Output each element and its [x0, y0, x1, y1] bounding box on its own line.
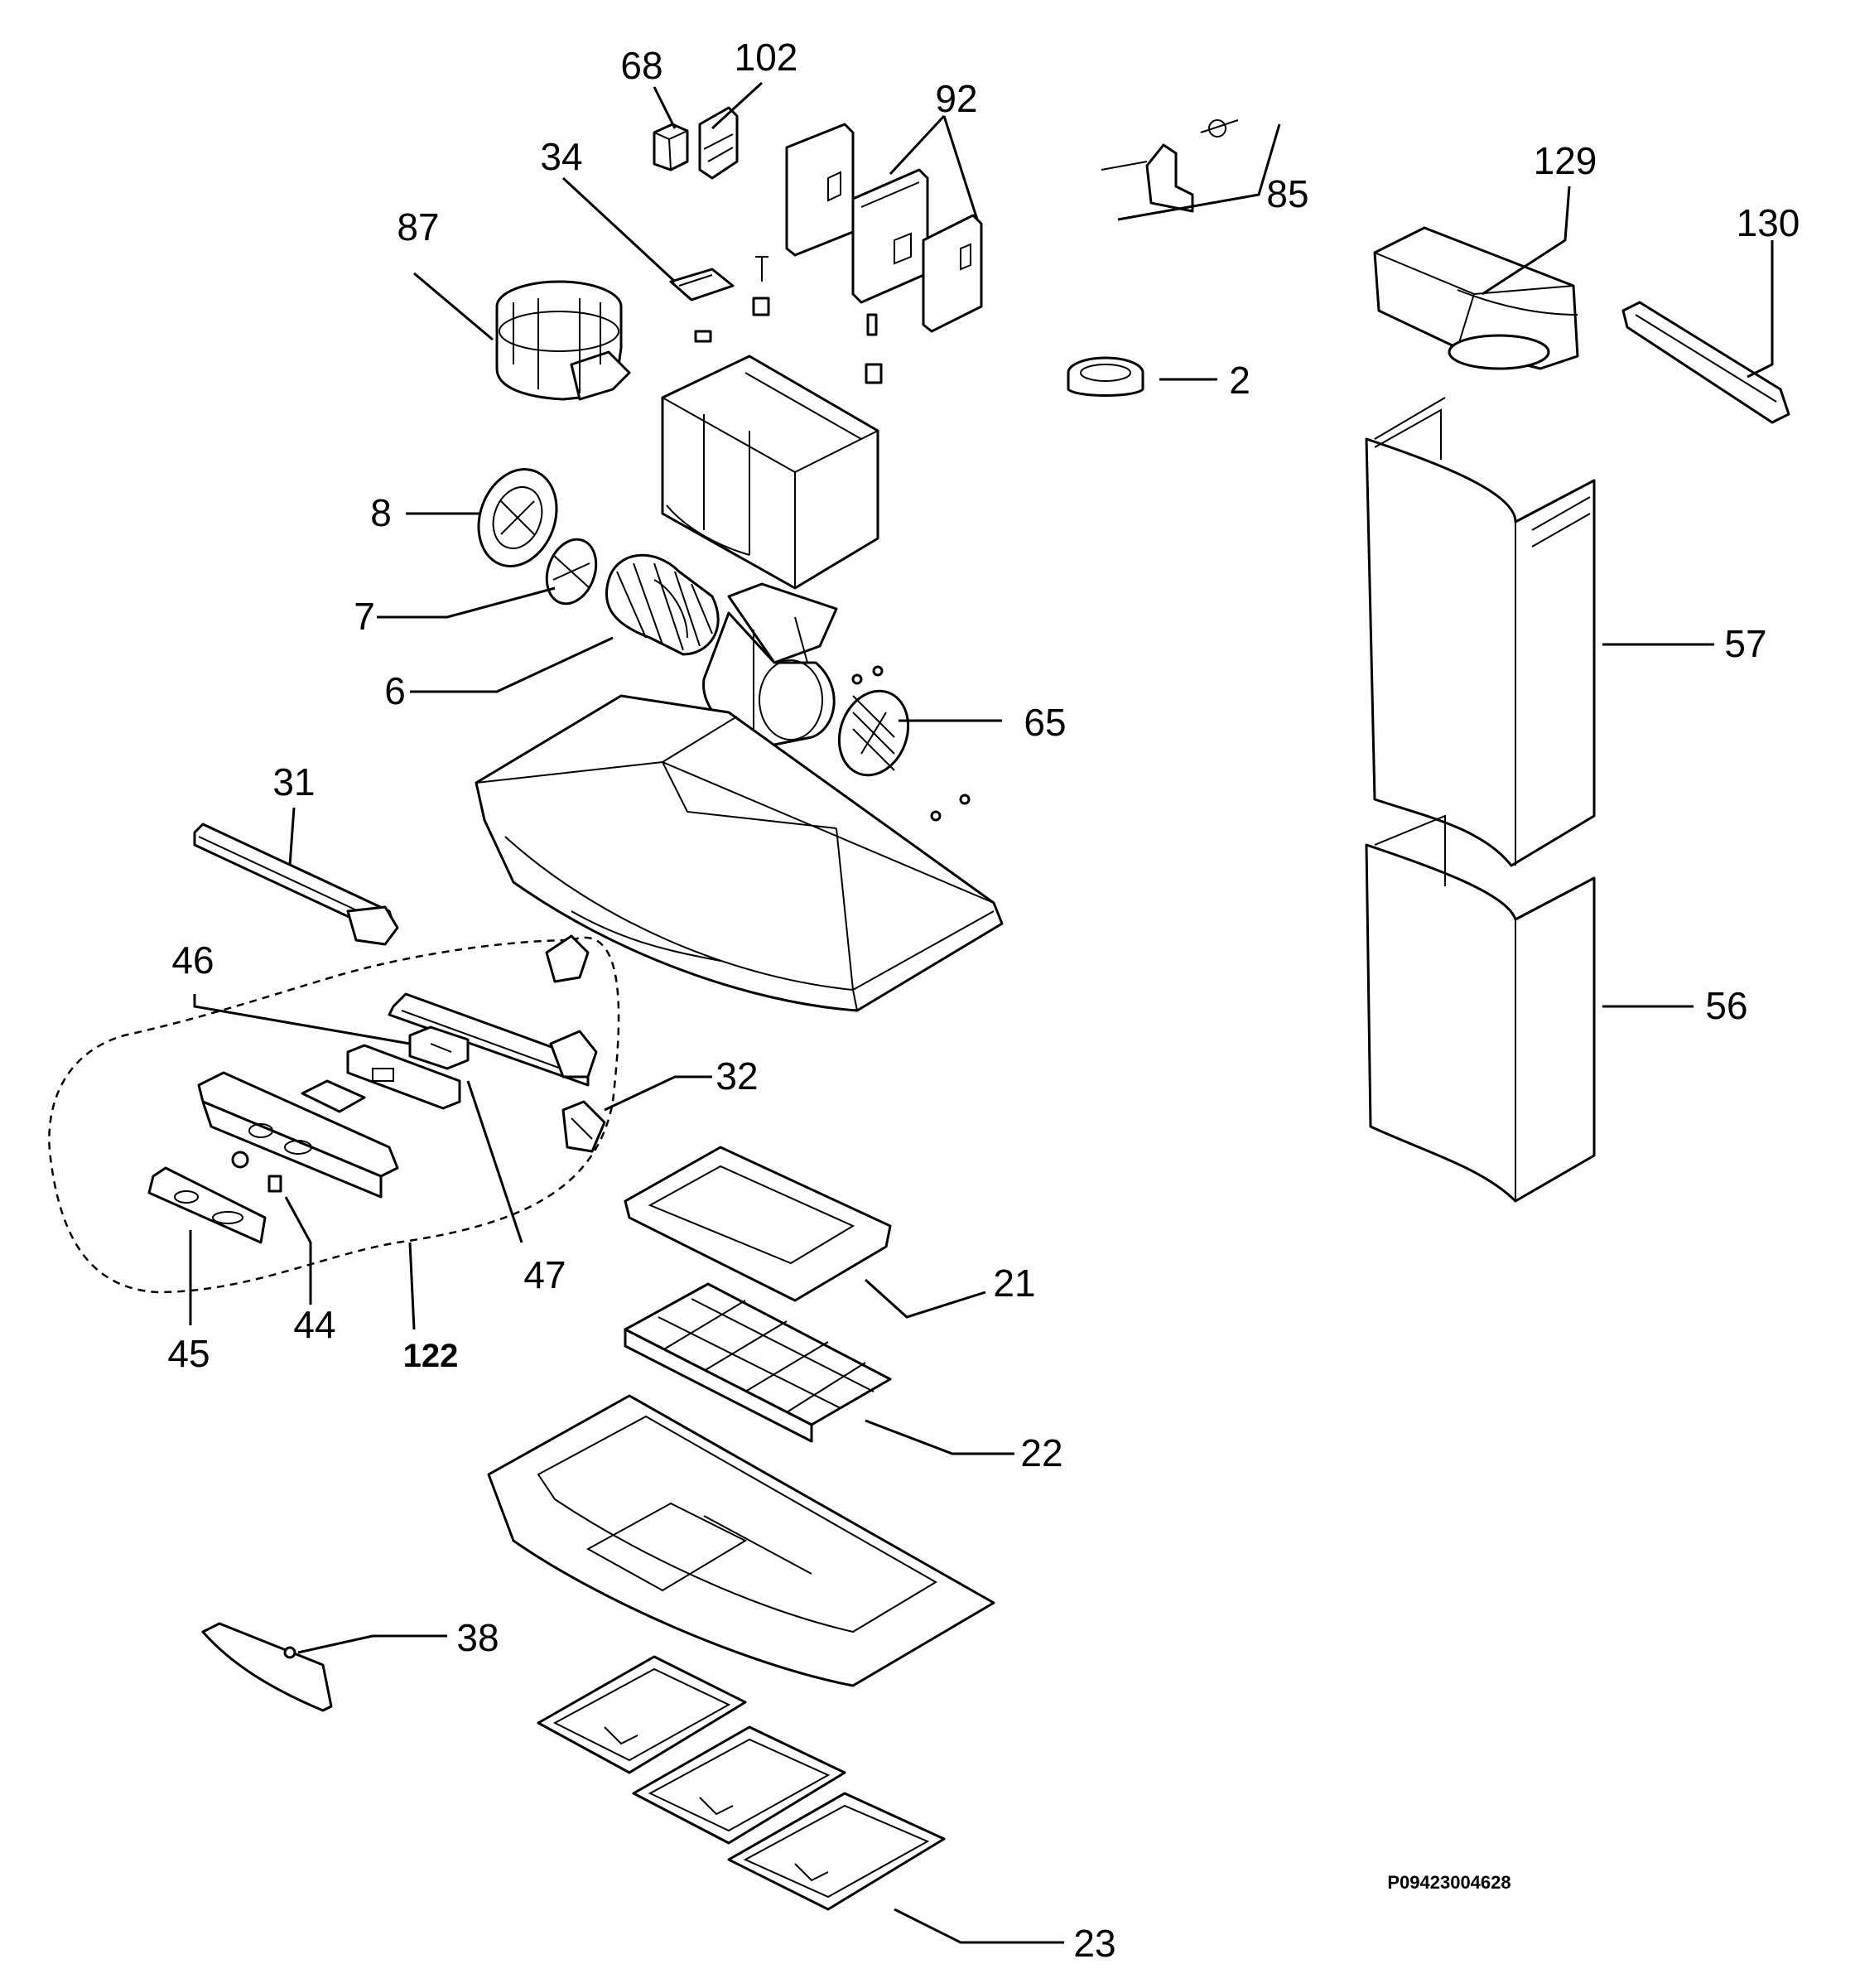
label-45: 45 — [167, 1332, 210, 1375]
label-44: 44 — [293, 1303, 335, 1346]
part-87-air-outlet — [495, 280, 631, 401]
label-102: 102 — [735, 36, 798, 79]
part-32-transformer — [561, 1100, 606, 1153]
label-2: 2 — [1229, 359, 1250, 402]
label-85: 85 — [1266, 172, 1308, 215]
label-7: 7 — [354, 595, 375, 638]
label-130: 130 — [1737, 201, 1800, 244]
part-8-motor-plate — [477, 468, 558, 567]
label-122: 122 — [403, 1338, 459, 1374]
part-68-relay — [653, 123, 689, 171]
part-46-switch-block — [408, 1025, 470, 1070]
part-7-motor — [545, 538, 598, 606]
part-2-air-valve — [1067, 356, 1144, 397]
label-22: 22 — [1020, 1431, 1062, 1474]
reference-code: P09423004628 — [1387, 1872, 1510, 1893]
label-32: 32 — [716, 1054, 758, 1098]
part-21-grease-filter-frame — [624, 1146, 892, 1302]
part-44-knob — [231, 1151, 282, 1193]
filter-tray — [487, 1394, 995, 1687]
part-31-lamp-bar — [193, 823, 399, 946]
label-31: 31 — [272, 760, 315, 803]
part-65-fan-cover — [837, 665, 971, 822]
label-47: 47 — [523, 1253, 566, 1296]
label-57: 57 — [1724, 622, 1766, 665]
label-92: 92 — [935, 77, 977, 120]
label-68: 68 — [620, 44, 662, 87]
part-45-front-panel — [147, 1166, 267, 1244]
part-102-bracket — [698, 106, 739, 180]
leader-lines — [189, 81, 1774, 1944]
part-34-switch — [669, 268, 735, 302]
label-23: 23 — [1073, 1922, 1115, 1965]
part-85-mounting-bracket — [1101, 119, 1239, 213]
label-46: 46 — [171, 939, 214, 982]
label-8: 8 — [370, 491, 392, 534]
motor-housing — [661, 355, 879, 590]
part-130-support-bar — [1621, 301, 1790, 424]
part-56-lower-chimney — [1365, 814, 1596, 1203]
control-panel-housing — [197, 1071, 399, 1199]
small-screws-top — [694, 256, 883, 384]
hood-body — [475, 694, 1004, 1012]
label-38: 38 — [456, 1616, 499, 1659]
part-22-carbon-filter — [624, 1282, 892, 1443]
label-65: 65 — [1024, 701, 1066, 744]
label-34: 34 — [540, 135, 582, 178]
fan-scroll-housing — [702, 582, 838, 747]
label-129: 129 — [1534, 139, 1597, 182]
part-23-grease-filters — [537, 1655, 946, 1911]
label-87: 87 — [397, 205, 439, 248]
part-129-duct-adapter — [1373, 226, 1579, 370]
group-122-outline — [48, 936, 620, 1294]
part-47-control-pcb — [346, 1044, 461, 1110]
part-number-labels: 68 102 92 34 87 85 129 130 2 8 7 6 65 57… — [167, 36, 1800, 1965]
part-6-fan-wheel — [605, 553, 720, 656]
label-56: 56 — [1705, 984, 1747, 1027]
label-6: 6 — [384, 669, 406, 712]
lamp-socket-assembly — [388, 934, 598, 1087]
part-92-control-box — [785, 123, 983, 333]
part-38-lamp-cover — [201, 1622, 333, 1712]
label-21: 21 — [993, 1262, 1035, 1305]
part-57-upper-chimney — [1365, 397, 1596, 867]
